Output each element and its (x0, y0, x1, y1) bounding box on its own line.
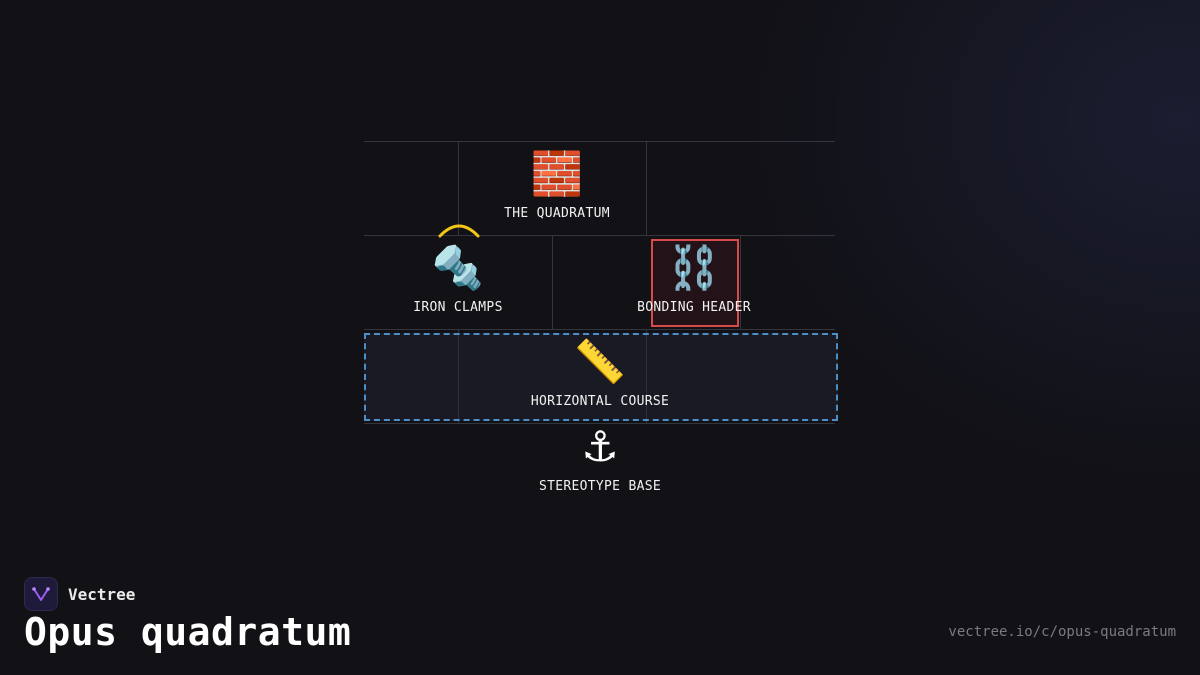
joint-line (646, 329, 647, 423)
vectree-logo-mark (32, 587, 50, 601)
bonding-header-highlight[interactable] (651, 239, 739, 327)
nut-and-bolt-icon: 🔩 (431, 243, 485, 292)
clamp-arc-path (438, 224, 480, 238)
brand[interactable]: Vectree (24, 577, 135, 611)
node-label: HORIZONTAL COURSE (530, 394, 670, 409)
joint-line (458, 141, 459, 235)
ruler-icon: 📏 (573, 337, 627, 386)
horizontal-course-selection[interactable] (364, 333, 838, 421)
logo-node-left (32, 587, 36, 591)
joint-line (740, 235, 741, 329)
vectree-logo-icon (24, 577, 58, 611)
brick-icon: 🧱 (530, 149, 584, 198)
node-label: THE QUADRATUM (504, 206, 610, 221)
clamp-arc-indicator (438, 224, 480, 238)
logo-stroke (33, 588, 49, 601)
page-title: Opus quadratum (24, 610, 352, 654)
node-label: IRON CLAMPS (413, 300, 503, 315)
logo-node-right (46, 587, 50, 591)
brand-name: Vectree (68, 584, 136, 604)
chain-icon: ⛓️ (667, 243, 721, 292)
node-the-quadratum[interactable]: 🧱 THE QUADRATUM (437, 148, 677, 221)
node-bonding-header[interactable]: ⛓️ BONDING HEADER (574, 242, 814, 315)
joint-line (646, 141, 647, 235)
anchor-icon: ⚓ (581, 422, 619, 471)
joint-line (458, 329, 459, 423)
course-line-2 (364, 235, 835, 236)
share-url[interactable]: vectree.io/c/opus-quadratum (948, 624, 1176, 640)
node-stereotype-base[interactable]: ⚓ STEREOTYPE BASE (480, 421, 720, 494)
node-label: BONDING HEADER (637, 300, 751, 315)
node-horizontal-course[interactable]: 📏 HORIZONTAL COURSE (480, 336, 720, 409)
course-line-3 (364, 329, 835, 330)
course-line-top (364, 141, 835, 142)
course-line-bottom (364, 423, 835, 424)
node-iron-clamps[interactable]: 🔩 IRON CLAMPS (338, 242, 578, 315)
node-label: STEREOTYPE BASE (539, 479, 661, 494)
joint-line (552, 235, 553, 329)
